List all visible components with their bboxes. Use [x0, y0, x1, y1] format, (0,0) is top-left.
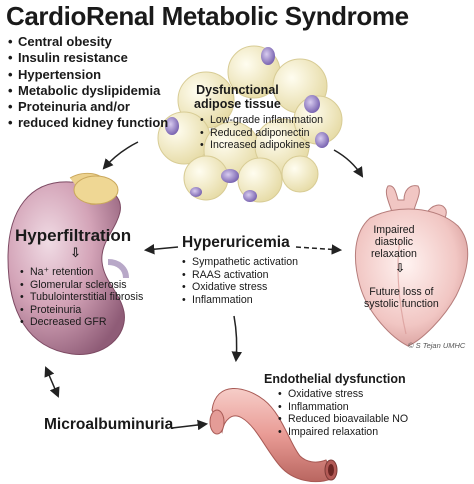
heart-label-line: diastolic [374, 236, 414, 249]
criteria-item: Metabolic dyslipidemia [8, 83, 168, 99]
endothelial-effects-list: Oxidative stress Inflammation Reduced bi… [278, 388, 408, 438]
page-title: CardioRenal Metabolic Syndrome [6, 1, 409, 31]
adipose-title-line: Dysfunctional [196, 83, 279, 97]
adipose-effects-list: Low-grade inflammation Reduced adiponect… [200, 114, 323, 152]
blood-vessel-illustration [209, 388, 338, 482]
down-arrow-icon: ⇩ [395, 261, 406, 275]
heart-label-line: systolic function [364, 298, 439, 311]
arrow-uric-to-vessel [231, 315, 242, 363]
criteria-item-continuation: reduced kidney function [8, 115, 168, 131]
endothelial-heading: Endothelial dysfunction [264, 372, 406, 386]
connector-arrows [44, 141, 364, 431]
criteria-item: Hypertension [8, 67, 168, 83]
down-arrow-icon: ⇩ [70, 245, 81, 260]
uric-effect-item: RAAS activation [182, 269, 298, 282]
adipose-title-line: adipose tissue [194, 96, 281, 111]
endothelial-effect-item: Reduced bioavailable NO [278, 413, 408, 426]
heart-label-line: relaxation [371, 248, 417, 261]
heart-label-line: Future loss of [369, 286, 434, 298]
uric-effect-item: Inflammation [182, 294, 298, 307]
hyperfiltration-heading: Hyperfiltration [15, 226, 132, 245]
kidney-effect-item: Na⁺ retention [20, 266, 143, 279]
kidney-effect-item: Glomerular sclerosis [20, 279, 143, 292]
criteria-item: Central obesity [8, 34, 168, 50]
endothelial-effect-item: Impaired relaxation [278, 426, 408, 439]
arrow-syndrome-to-kidney [102, 141, 139, 170]
syndrome-criteria-list: Central obesity Insulin resistance Hyper… [8, 34, 168, 132]
hyperuricemia-effects-list: Sympathetic activation RAAS activation O… [182, 256, 298, 306]
endothelial-effect-item: Oxidative stress [278, 388, 408, 401]
heart-diastolic-label: Impaired diastolic relaxation [371, 224, 417, 261]
heart-systolic-label: Future loss of systolic function [364, 286, 439, 310]
criteria-item: Proteinuria and/or [8, 99, 168, 115]
arrow-adipose-to-heart [333, 149, 364, 178]
arrow-uric-to-heart [295, 244, 343, 255]
arrow-uric-to-kidney [143, 243, 179, 255]
adipose-effect-item: Low-grade inflammation [200, 114, 323, 127]
microalbuminuria-label: Microalbuminuria [44, 416, 174, 433]
endothelial-effect-item: Inflammation [278, 401, 408, 414]
arrow-kidney-micro [44, 366, 60, 398]
adipose-effect-item: Increased adipokines [200, 139, 323, 152]
kidney-effect-item: Tubulointerstitial fibrosis [20, 291, 143, 304]
kidney-effect-item: Proteinuria [20, 304, 143, 317]
heart-label-line: Impaired [373, 224, 415, 236]
uric-effect-item: Sympathetic activation [182, 256, 298, 269]
artist-signature: © S Tejan UMHC [408, 341, 466, 350]
kidney-effect-item: Decreased GFR [20, 316, 143, 329]
uric-effect-item: Oxidative stress [182, 281, 298, 294]
heart-illustration [354, 185, 469, 347]
hyperuricemia-heading: Hyperuricemia [182, 234, 290, 251]
adipose-title: Dysfunctional adipose tissue [194, 83, 281, 111]
arrow-micro-vessel [171, 419, 209, 431]
adipose-effect-item: Reduced adiponectin [200, 127, 323, 140]
kidney-effects-list: Na⁺ retention Glomerular sclerosis Tubul… [20, 266, 143, 329]
criteria-item: Insulin resistance [8, 50, 168, 66]
